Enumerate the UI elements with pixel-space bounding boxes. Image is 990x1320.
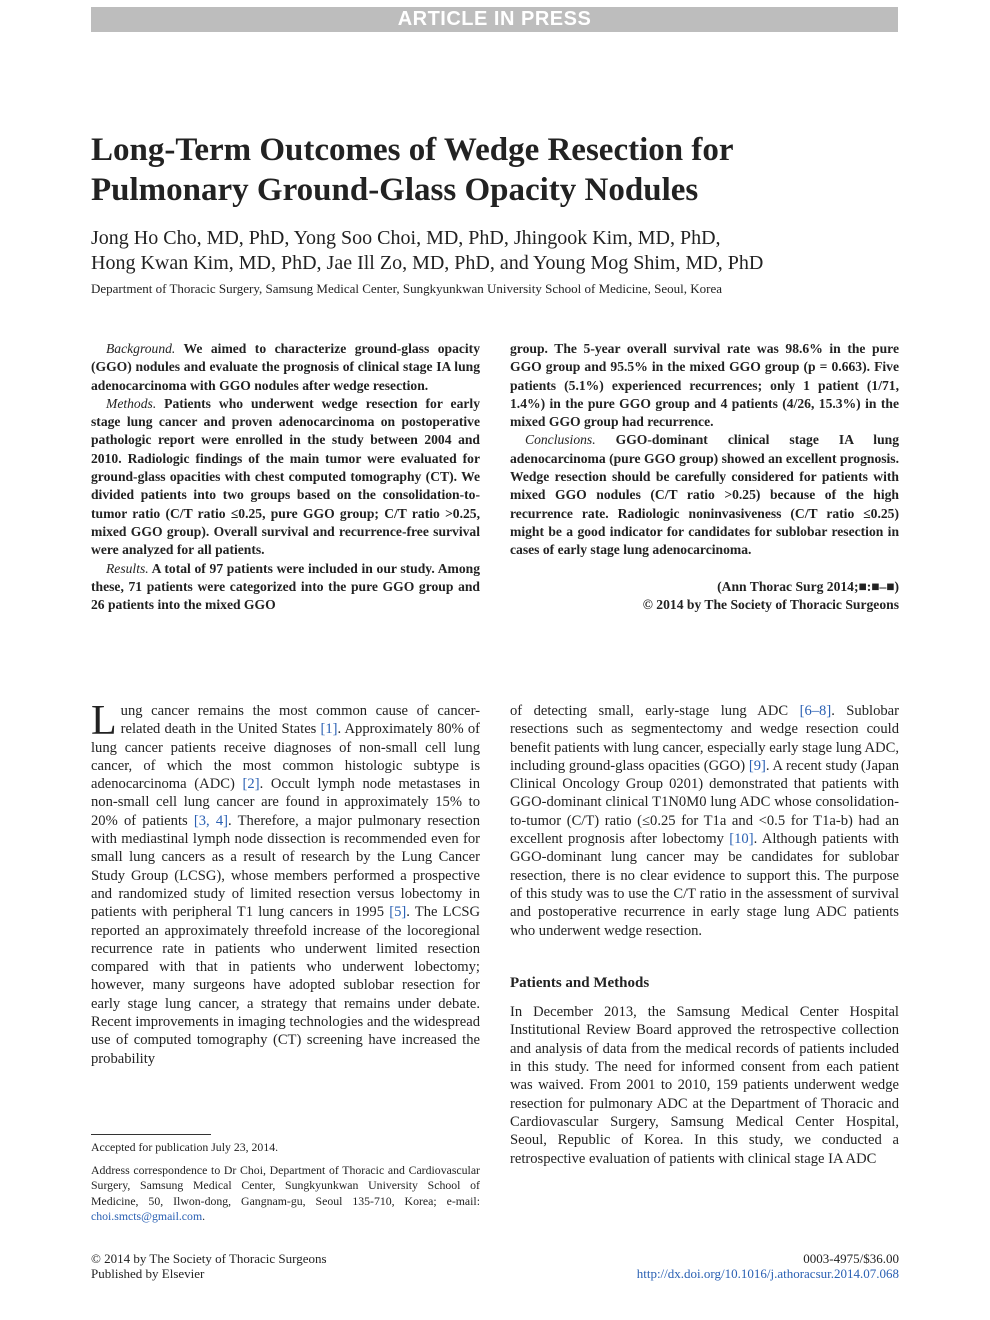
email-link[interactable]: choi.smcts@gmail.com [91, 1208, 203, 1223]
reference-link-1[interactable]: [1] [320, 721, 338, 738]
society-copyright: © 2014 by The Society of Thoracic Surgeo… [642, 596, 899, 612]
intro-text-c: . Occult lymph node metastases in non-sm… [91, 776, 480, 829]
footer-issn: 0003-4975/$36.00 [803, 1251, 899, 1266]
doi-link[interactable]: http://dx.doi.org/10.1016/j.athoracsur.2… [636, 1266, 899, 1281]
intro-text-b: . Approximately 80% of lung cancer patie… [91, 721, 480, 793]
intro-cont-text-c: . A recent study (Japan Clinical Oncolog… [510, 757, 899, 848]
authors-line-2: Hong Kwan Kim, MD, PhD, Jae Ill Zo, MD, … [91, 252, 764, 274]
abstract-background: Background. We aimed to characterize gro… [91, 340, 480, 395]
results-text-part2: group. The 5-year overall survival rate … [510, 341, 899, 430]
address-end: . [202, 1208, 206, 1223]
results-text-part1: A total of 97 patients were included in … [91, 560, 480, 613]
article-in-press-banner: ARTICLE IN PRESS [91, 7, 898, 32]
intro-cont-text-d: . Although patients with GGO-dominant lu… [510, 831, 899, 939]
intro-text-a: ung cancer remains the most common cause… [120, 703, 480, 738]
title-line-2: Pulmonary Ground-Glass Opacity Nodules [91, 172, 699, 208]
body-right-column: of detecting small, early-stage lung ADC… [510, 702, 899, 1168]
reference-link-6-8[interactable]: [6–8] [799, 703, 832, 719]
abstract-citation-block: (Ann Thorac Surg 2014;■:■–■) © 2014 by T… [510, 578, 899, 615]
title-line-1: Long-Term Outcomes of Wedge Resection fo… [91, 132, 734, 168]
reference-link-2[interactable]: [2] [242, 776, 260, 793]
intro-cont-text-b: . Sublobar resections such as segmentect… [510, 703, 899, 774]
section-heading-patients-methods: Patients and Methods [510, 974, 650, 991]
article-title: Long-Term Outcomes of Wedge Resection fo… [91, 130, 891, 210]
footnote-accepted: Accepted for publication July 23, 2014. [91, 1140, 279, 1154]
address-text: Address correspondence to Dr Choi, Depar… [91, 1163, 480, 1208]
reference-link-10[interactable]: [10] [729, 831, 754, 848]
methods-label: Methods. [106, 395, 157, 411]
journal-citation: (Ann Thorac Surg 2014;■:■–■) [717, 578, 899, 594]
footer-left: © 2014 by The Society of Thoracic Surgeo… [91, 1251, 327, 1281]
footer-publisher: Published by Elsevier [91, 1266, 205, 1281]
intro-text-d: . Therefore, a major pulmonary resection… [91, 812, 480, 921]
conclusions-label: Conclusions. [525, 432, 596, 448]
abstract-results: Results. A total of 97 patients were inc… [91, 560, 480, 615]
intro-paragraph-cont: of detecting small, early-stage lung ADC… [510, 702, 899, 940]
footer-copyright: © 2014 by The Society of Thoracic Surgeo… [91, 1251, 327, 1266]
reference-link-3-4[interactable]: [3, 4] [193, 812, 229, 829]
intro-cont-text-a: of detecting small, early-stage lung ADC [510, 703, 800, 719]
abstract-right-column: group. The 5-year overall survival rate … [510, 340, 899, 614]
footnote-divider [91, 1134, 211, 1135]
footer-right: 0003-4975/$36.00 http://dx.doi.org/10.10… [637, 1251, 899, 1281]
intro-text-e: . The LCSG reported an approximately thr… [91, 904, 480, 1067]
methods-text: Patients who underwent wedge resection f… [91, 395, 480, 558]
affiliation: Department of Thoracic Surgery, Samsung … [91, 281, 723, 296]
abstract-conclusions: Conclusions. GGO-dominant clinical stage… [510, 431, 899, 559]
background-label: Background. [106, 341, 176, 356]
abstract-results-cont: group. The 5-year overall survival rate … [510, 340, 899, 431]
reference-link-5[interactable]: [5] [389, 904, 407, 921]
conclusions-text: GGO-dominant clinical stage IA lung aden… [510, 432, 899, 558]
author-list: Jong Ho Cho, MD, PhD, Yong Soo Choi, MD,… [91, 226, 891, 276]
reference-link-9[interactable]: [9] [748, 757, 766, 774]
drop-cap: L [91, 698, 117, 744]
results-label: Results. [106, 560, 149, 576]
abstract-left-column: Background. We aimed to characterize gro… [91, 340, 480, 614]
footnote-address: Address correspondence to Dr Choi, Depar… [91, 1163, 480, 1224]
methods-paragraph: In December 2013, the Samsung Medical Ce… [510, 1004, 899, 1167]
background-text: We aimed to characterize ground-glass op… [91, 341, 480, 393]
abstract-methods: Methods. Patients who underwent wedge re… [91, 395, 480, 560]
authors-line-1: Jong Ho Cho, MD, PhD, Yong Soo Choi, MD,… [91, 227, 721, 249]
